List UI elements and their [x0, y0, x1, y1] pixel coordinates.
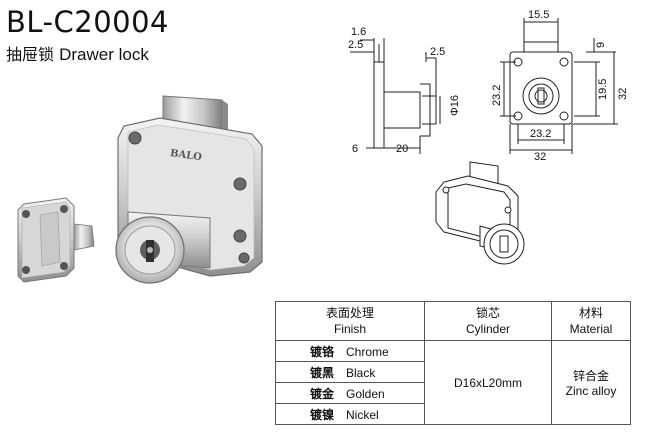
- spec-table: 表面处理 Finish 锁芯 Cylinder 材料 Material 镀铬 Ch…: [275, 301, 631, 425]
- product-name-zh: 抽屉锁: [6, 45, 55, 64]
- dim-side-20: 20: [396, 143, 408, 155]
- finish-en: Golden: [346, 386, 385, 401]
- header-cylinder-en: Cylinder: [465, 322, 510, 336]
- dim-front-15-5: 15.5: [528, 9, 549, 21]
- dim-front-32-bottom: 32: [534, 151, 546, 163]
- material-spec: 锌合金 Zinc alloy: [551, 340, 631, 425]
- product-name: 抽屉锁 Drawer lock: [6, 44, 149, 66]
- dim-front-23-2-left: 23.2: [491, 85, 503, 106]
- finish-en: Nickel: [346, 407, 379, 422]
- dim-front-32-right: 32: [617, 88, 629, 100]
- finish-zh: 镀铬: [310, 344, 335, 359]
- finish-en: Chrome: [346, 344, 389, 359]
- product-name-en: Drawer lock: [59, 45, 149, 64]
- finish-nickel: 镀镍 Nickel: [275, 403, 425, 425]
- finish-zh: 镀金: [310, 386, 335, 401]
- dim-side-1-6: 1.6: [351, 26, 366, 38]
- drawer-lock-photo: BALO: [115, 95, 263, 284]
- finish-chrome: 镀铬 Chrome: [275, 340, 425, 362]
- brand-stamp: BALO: [169, 148, 202, 163]
- header-finish-zh: 表面处理: [325, 306, 374, 320]
- dim-front-19-5: 19.5: [597, 79, 609, 100]
- strike-plate-photo: [17, 197, 95, 283]
- header-material-zh: 材料: [578, 306, 603, 320]
- finish-zh: 镀镍: [310, 407, 335, 422]
- dim-side-2-5b: 2.5: [430, 46, 445, 58]
- header-material-en: Material: [569, 322, 613, 336]
- table-row: 镀铬 Chrome D16xL20mm 锌合金 Zinc alloy: [275, 340, 631, 425]
- dim-side-dia16: Φ16: [449, 95, 461, 116]
- header-finish: 表面处理 Finish: [275, 301, 425, 341]
- isometric-drawing: [435, 161, 525, 265]
- material-zh: 锌合金: [572, 369, 609, 383]
- dim-side-6: 6: [352, 143, 358, 155]
- finish-en: Black: [346, 365, 376, 380]
- finish-zh: 镀黑: [310, 365, 335, 380]
- model-number: BL-C20004: [6, 5, 170, 39]
- front-view-drawing: [500, 18, 618, 154]
- header-cylinder: 锁芯 Cylinder: [424, 301, 552, 341]
- side-view-drawing: [350, 38, 441, 154]
- finish-black: 镀黑 Black: [275, 361, 425, 383]
- dim-front-9: 9: [595, 42, 607, 48]
- header-cylinder-zh: 锁芯: [475, 306, 500, 320]
- cylinder-spec: D16xL20mm: [424, 340, 552, 425]
- finish-golden: 镀金 Golden: [275, 382, 425, 404]
- header-material: 材料 Material: [551, 301, 631, 341]
- material-en: Zinc alloy: [565, 384, 617, 398]
- dim-side-2-5a: 2.5: [348, 39, 363, 51]
- table-row: 镀镍 Nickel: [275, 403, 631, 425]
- spec-header-row: 表面处理 Finish 锁芯 Cylinder 材料 Material: [275, 301, 631, 341]
- dim-front-23-2-bottom: 23.2: [530, 128, 551, 140]
- header-finish-en: Finish: [333, 322, 366, 336]
